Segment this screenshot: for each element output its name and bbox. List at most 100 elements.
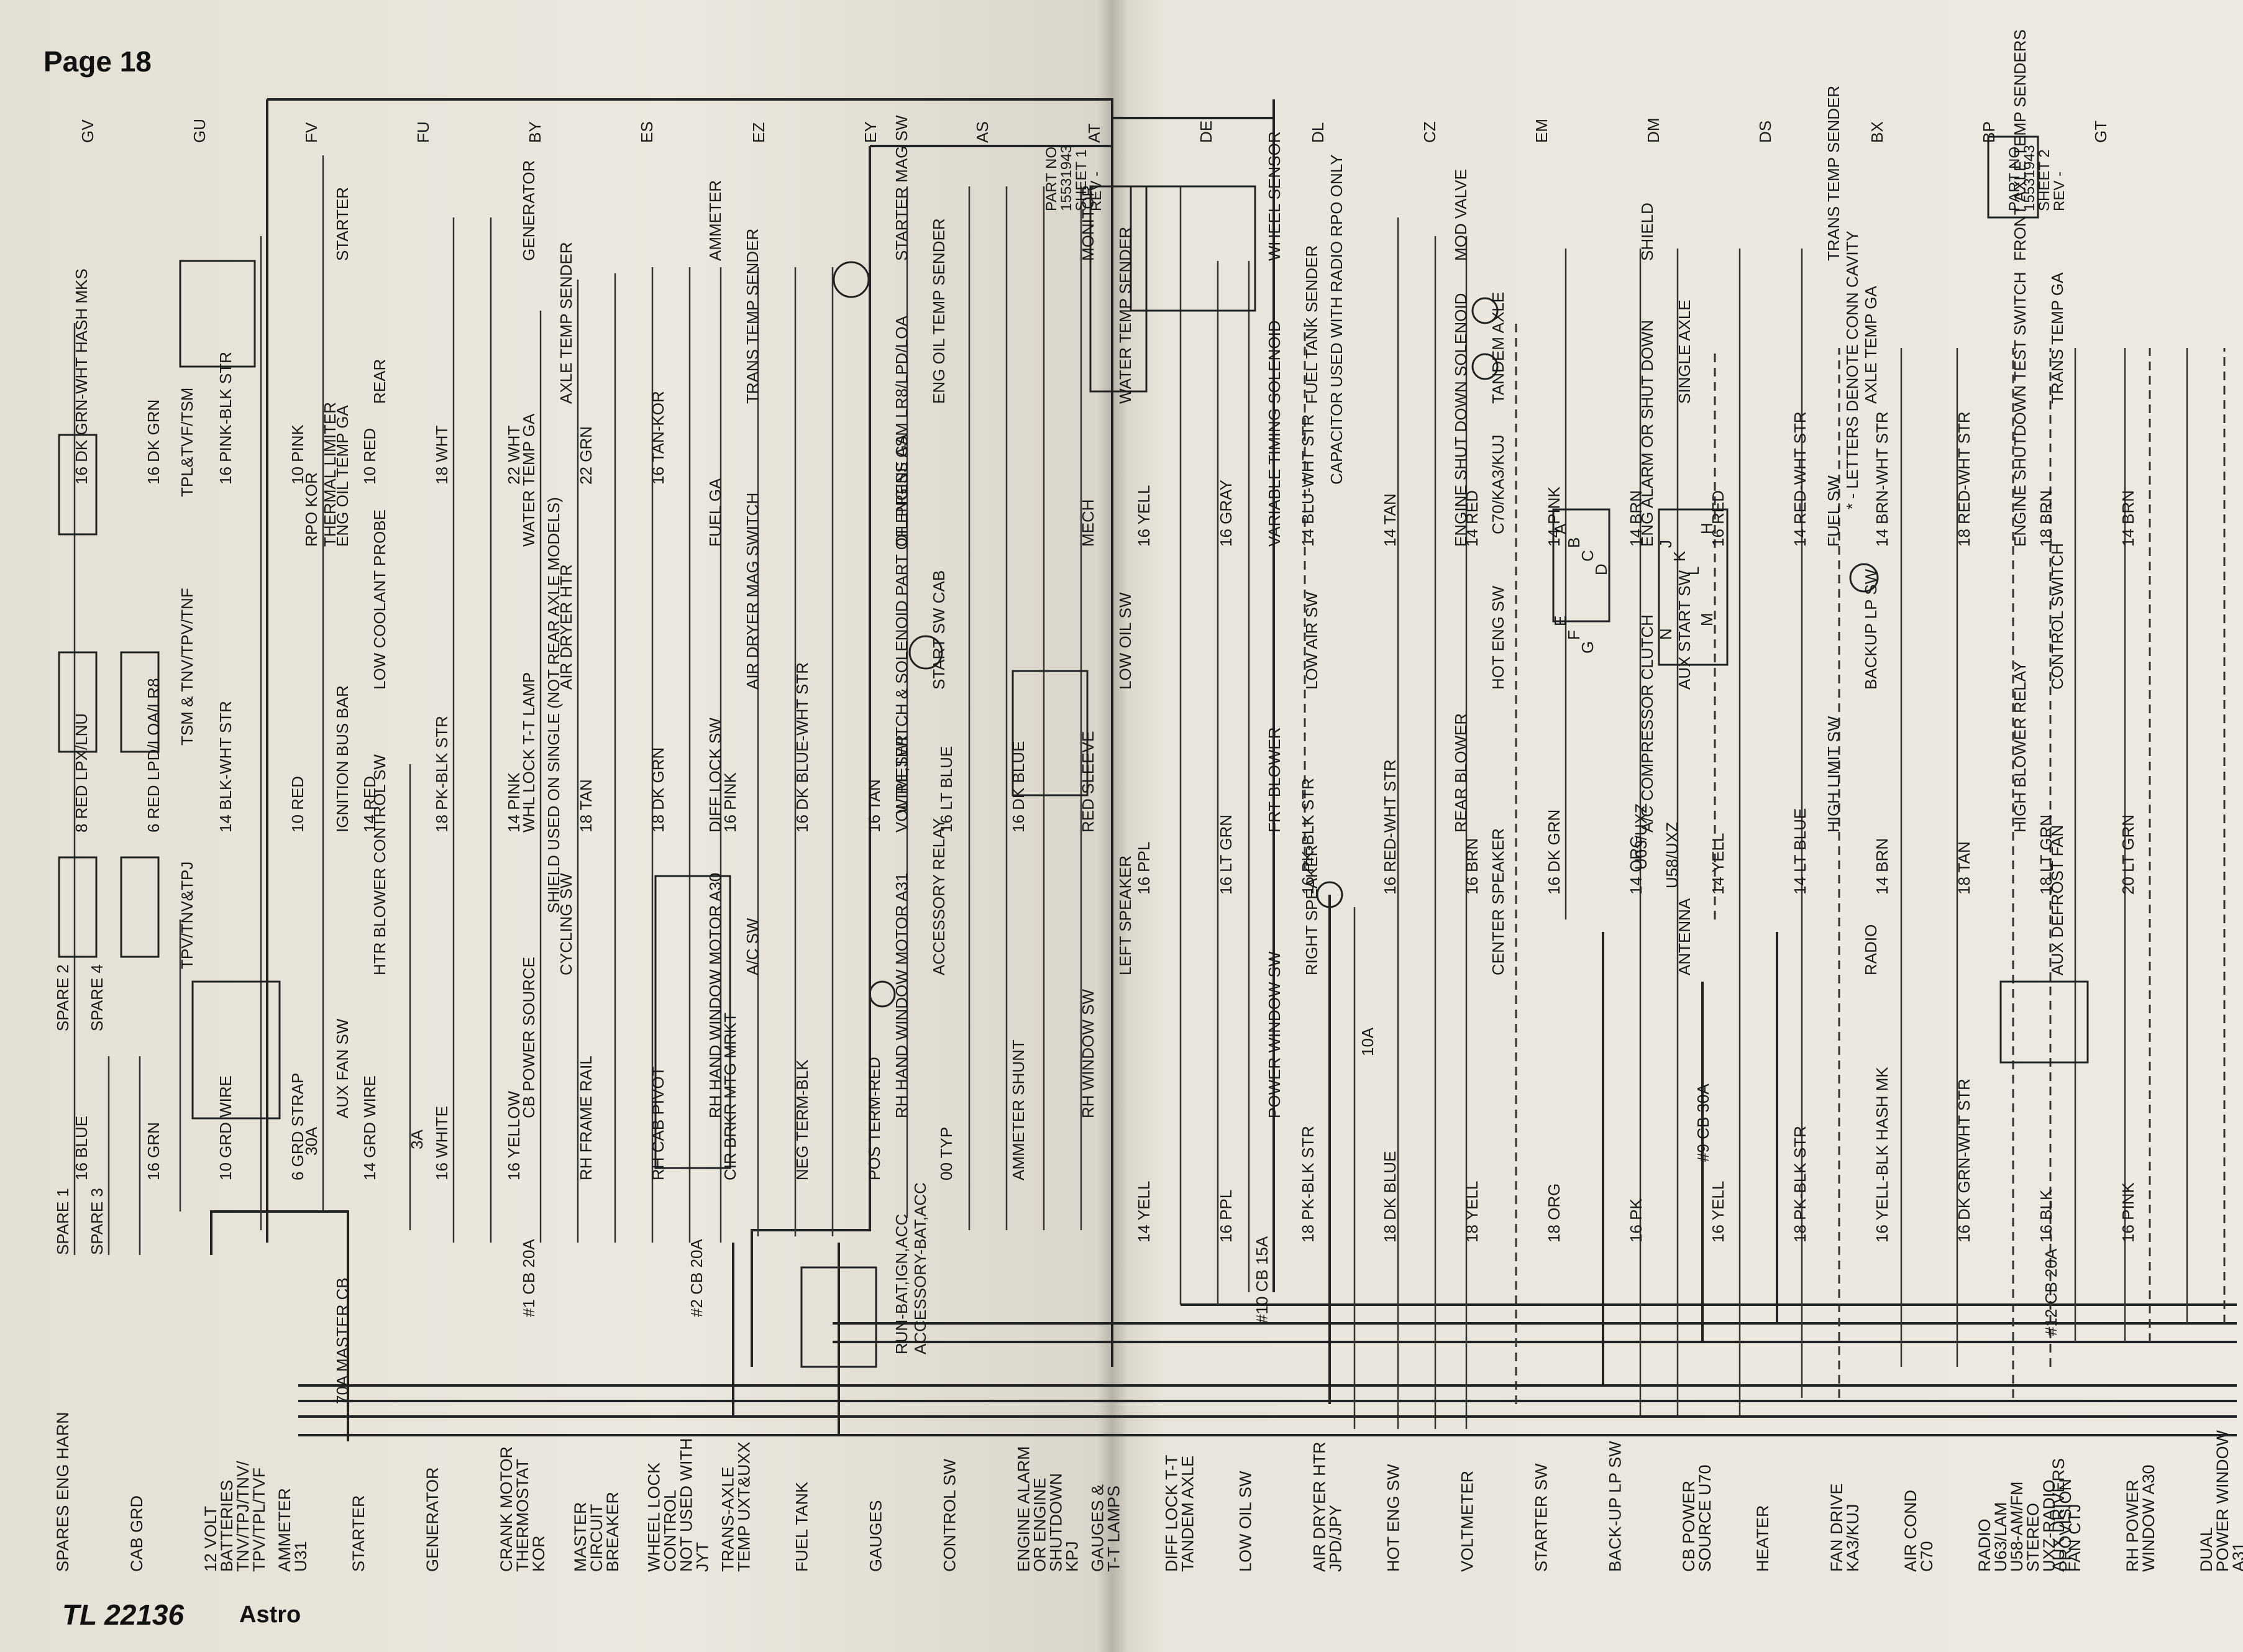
option-code: TSM & TNV/TPV/TNF <box>178 588 196 746</box>
circuit-category-label: AIR DRYER HTR <box>1310 1441 1328 1572</box>
circuit-category-label: HOT ENG SW <box>1384 1464 1402 1572</box>
part-number-line: PART NO <box>2006 147 2023 211</box>
component-label: VARIABLE TIMING SOLENOID <box>1265 320 1284 547</box>
wire-label: 10 PINK <box>288 424 307 485</box>
wire-label: 20 LT GRN <box>2119 815 2137 895</box>
circuit-category-label: C70 <box>1917 1541 1936 1572</box>
wire-label: 14 PINK <box>1545 486 1563 547</box>
wire-label: 18 PK-BLK STR <box>432 716 451 833</box>
wire-label: 18 PK-BLK STR <box>1791 1126 1809 1243</box>
connector-code: AT <box>1085 124 1103 143</box>
wire-label: 16 YELL-BLK HASH MK <box>1873 1067 1891 1243</box>
circuit-breaker-label: #2 CB 20A <box>687 1239 706 1317</box>
component-label: MOD VALVE <box>1451 169 1470 261</box>
wire-label: 14 PINK <box>505 772 523 833</box>
component-label: ENGINE SHUT DOWN SOLENOID <box>1451 293 1470 547</box>
component-label: AXLE TEMP GA <box>1862 286 1880 404</box>
cavity-letter: E <box>1551 616 1569 626</box>
component-label: ENG OIL TEMP SENDER <box>930 218 948 404</box>
component-label: AMMETER <box>706 180 724 261</box>
component-label: START SW CAB <box>930 570 948 690</box>
connector-code: GT <box>2091 121 2110 143</box>
wire-label: 16 BLK <box>2037 1189 2055 1243</box>
option-code: TPL&TVF/TSM <box>178 388 196 497</box>
circuit-category-label: FAN DRIVE <box>1827 1483 1846 1572</box>
wire-label: 16 DK GRN-WHT STR <box>1955 1079 1973 1243</box>
circuit-category-label: CRANK MOTOR <box>497 1446 516 1572</box>
component-label: WATER TEMP GA <box>519 413 538 547</box>
connector-code: FV <box>302 122 321 143</box>
ac-clutch-symbol <box>1471 353 1499 380</box>
high-limit-symbol <box>1471 297 1499 324</box>
component-label: LEFT SPEAKER <box>1116 856 1135 975</box>
component-label: WHL LOCK T-T LAMP <box>519 672 538 833</box>
wire-label: 14 YELL <box>1709 833 1727 895</box>
circuit-category-label: BREAKER <box>603 1492 622 1572</box>
component-label: FUEL SW <box>1824 475 1843 547</box>
component-label: STARTER <box>333 187 352 261</box>
circuit-category-label: WHEEL LOCK <box>645 1463 664 1572</box>
diagram-notes: CAPACITOR USED WITH RADIO RPO ONLY* - LE… <box>302 154 1862 1354</box>
circuit-category-label: AIR COND <box>1901 1490 1920 1572</box>
diagram-note: * - LETTERS DENOTE CONN CAVITY <box>1843 230 1862 509</box>
model-name: Astro <box>239 1602 301 1628</box>
component-label: ACCESSORY RELAY <box>930 818 948 975</box>
circuit-category-label: TRANS-AXLE <box>719 1466 738 1572</box>
component-label: ENGINE SHUTDOWN TEST SWITCH <box>2011 272 2029 547</box>
cb-power-source-symbol <box>1316 881 1343 908</box>
harness-lines <box>210 98 2237 1441</box>
connector-code: EM <box>1532 119 1551 143</box>
wire-label: 16 DK GRN-WHT HASH MKS <box>72 268 91 485</box>
circle-symbols <box>833 261 1879 1008</box>
circuit-category-label: NOT USED WITH <box>677 1438 696 1572</box>
component-label: BACKUP LP SW <box>1862 568 1880 690</box>
circuit-category-label: DIFF LOCK T-T <box>1162 1454 1181 1572</box>
wire-label: 14 BRN <box>2119 490 2137 547</box>
component-label: REAR <box>370 359 389 404</box>
circuit-category-label: A31 <box>2229 1542 2243 1572</box>
component-label: VOLTMETER <box>892 735 911 833</box>
component-label: DIFF LOCK SW <box>706 718 724 833</box>
spare-label: SPARE 2 <box>53 964 72 1031</box>
fuel-tank-sender-symbol <box>833 261 870 298</box>
component-label: AXLE TEMP SENDER <box>557 242 575 404</box>
circuit-category-label: GAUGES & <box>1089 1484 1107 1572</box>
wire-label: 16 PK <box>1627 1198 1645 1243</box>
component-label: IGNITION BUS BAR <box>333 685 352 833</box>
part-number-line: 15531943 <box>2021 145 2038 211</box>
circuit-category-label: TANDEM AXLE <box>1178 1456 1197 1572</box>
wire-label: 16 PINK <box>721 772 739 833</box>
wire-label: 16 PK-BLK STR <box>1299 778 1317 895</box>
tandem-axle-frame <box>654 875 731 1169</box>
component-label: RED SLEEVE <box>1079 731 1097 833</box>
wire-label: 00 TYP <box>937 1127 956 1180</box>
component-label: HIGH BLOWER RELAY <box>2011 662 2029 833</box>
wire-label: 16 PINK <box>2119 1182 2137 1243</box>
wire-label: 16 TAN <box>865 779 884 833</box>
component-label: MECH <box>1079 499 1097 547</box>
cavity-letter: F <box>1565 630 1583 640</box>
cavity-letter: H <box>1697 523 1716 534</box>
cavity-letter: D <box>1592 564 1610 575</box>
wire-label: 10 GRD WIRE <box>216 1075 235 1180</box>
page-number: Page 18 <box>43 45 152 78</box>
wire-label: 16 YELL <box>1135 485 1153 547</box>
circuit-category-label: WINDOW A30 <box>2139 1464 2158 1572</box>
battery-2 <box>58 651 98 753</box>
component-label: HIGH LIMIT SW <box>1824 716 1843 833</box>
diagram-note: RPO KOR <box>302 472 321 547</box>
connector-code: CZ <box>1420 121 1439 143</box>
circuit-category-label: GAUGES <box>867 1500 885 1572</box>
option-code: TPV/TNV&TPJ <box>178 862 196 969</box>
wire-label: POS TERM-RED <box>865 1057 884 1180</box>
circuit-breaker-label: #9 CB 30A <box>1694 1084 1712 1162</box>
circuit-category-label: AMMETER <box>275 1488 294 1572</box>
wire-label: 14 BLU-WHT STR <box>1299 414 1317 547</box>
component-label: WATER TEMP SENDER <box>1116 227 1135 404</box>
wire-label: 18 WHT <box>432 426 451 485</box>
circuit-category-label: STEREO <box>2024 1503 2042 1572</box>
circuit-category-label: DUAL <box>2197 1527 2216 1572</box>
spare-label: SPARE 4 <box>88 964 106 1031</box>
